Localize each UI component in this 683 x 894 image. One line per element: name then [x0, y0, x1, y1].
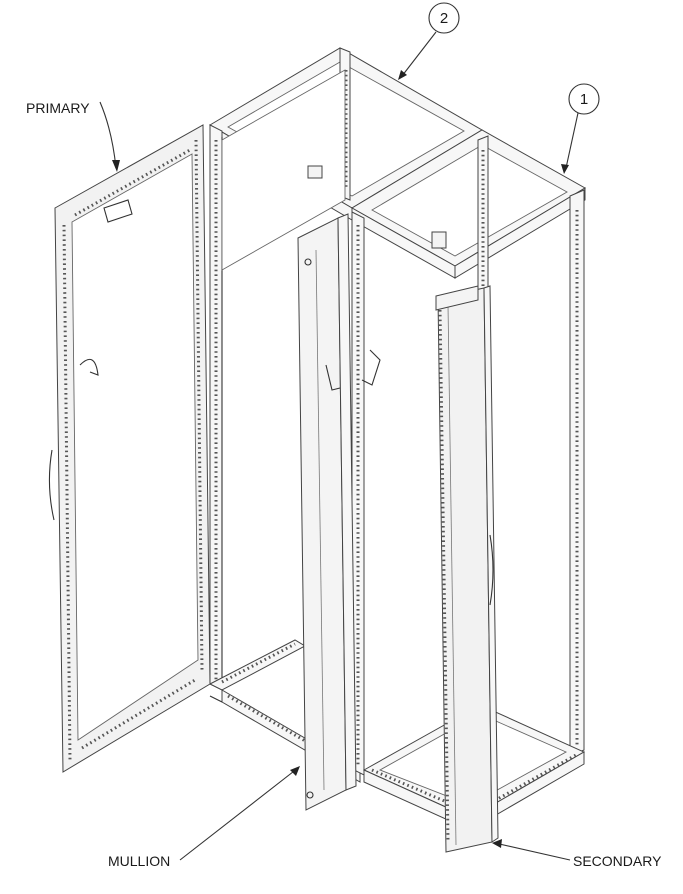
label-secondary: SECONDARY: [573, 853, 662, 869]
label-mullion-group: MULLION: [108, 766, 300, 869]
secondary-door: [435, 285, 499, 853]
arrowhead: [290, 766, 300, 776]
label-primary: PRIMARY: [26, 100, 90, 116]
arrowhead: [561, 164, 569, 174]
callout-1-circle: [568, 83, 600, 115]
arrowhead: [112, 160, 120, 172]
label-secondary-group: SECONDARY: [492, 839, 662, 869]
cabinet-2-frame: [208, 47, 483, 783]
label-mullion: MULLION: [108, 853, 170, 869]
primary-door: [48, 124, 211, 773]
callout-1: 1: [580, 91, 588, 108]
arrowhead: [492, 839, 502, 848]
callout-2: 2: [440, 10, 448, 27]
label-primary-group: PRIMARY: [26, 100, 120, 172]
callout-1-group: 1: [561, 83, 600, 174]
callout-2-circle: [428, 2, 460, 34]
mullion-panel: [297, 213, 381, 811]
arrowhead: [398, 70, 407, 80]
callout-2-group: 2: [398, 2, 460, 80]
